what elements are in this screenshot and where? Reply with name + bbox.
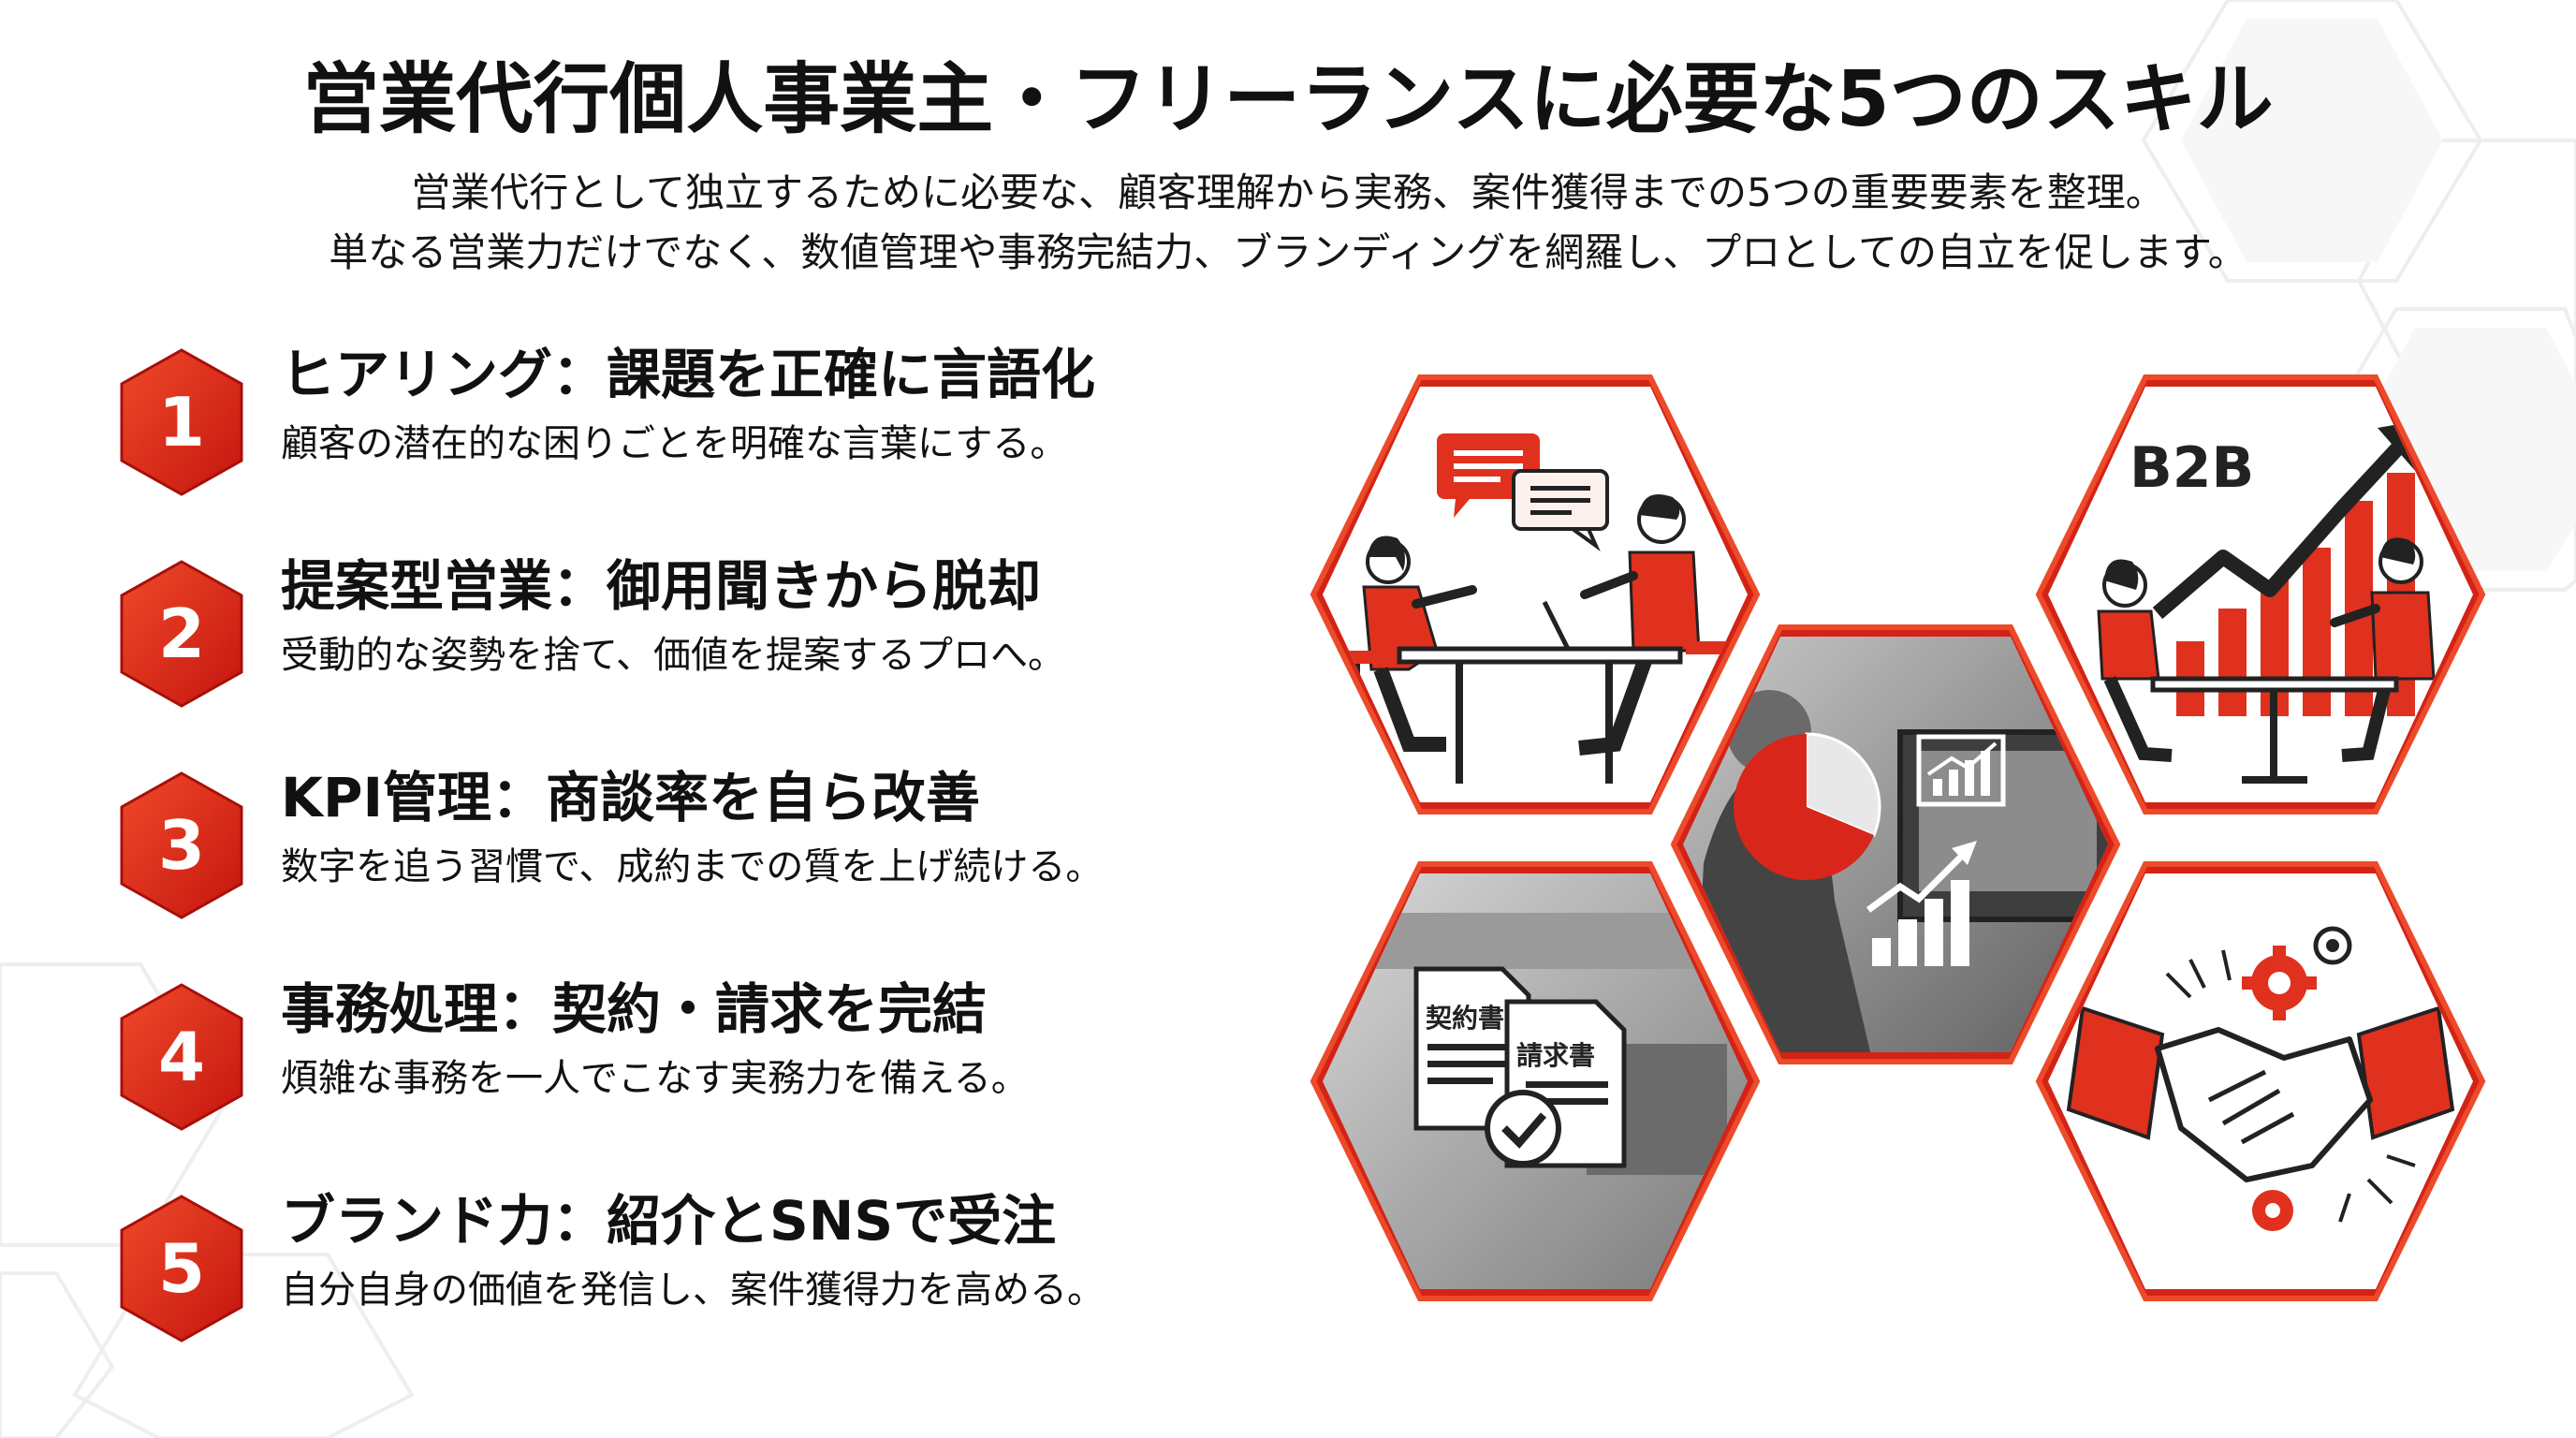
skill-item-5: 5 ブランド力：紹介とSNSで受注 自分自身の価値を発信し、案件獲得力を高める。 xyxy=(110,1183,1252,1348)
contract-document-label: 契約書 xyxy=(1426,1003,1504,1034)
skill-description: 受動的な姿勢を捨て、価値を提案するプロへ。 xyxy=(281,634,1065,677)
skill-item-4: 4 事務処理：契約・請求を完結 煩雑な事務を一人でこなす実務力を備える。 xyxy=(110,972,1252,1137)
b2b-label: B2B xyxy=(2130,435,2254,501)
handshake-illustration xyxy=(2035,861,2486,1301)
number-badge-hexagon: 3 xyxy=(110,768,253,923)
gear-icon xyxy=(2313,926,2352,965)
checkmark-icon xyxy=(1485,1090,1561,1167)
skill-title: ブランド力：紹介とSNSで受注 xyxy=(281,1189,1057,1253)
pie-chart-icon xyxy=(1734,732,1881,880)
number-badge-hexagon: 4 xyxy=(110,979,253,1135)
subtitle-line-1: 営業代行として独立するために必要な、顧客理解から実務、案件獲得までの5つの重要要… xyxy=(411,169,2165,215)
gear-icon xyxy=(2252,1190,2293,1231)
invoice-document-label: 請求書 xyxy=(1516,1040,1595,1071)
subtitle-line-2: 単なる営業力だけでなく、数値管理や事務完結力、ブランディングを網羅し、プロとして… xyxy=(329,229,2247,275)
skill-description: 煩雑な事務を一人でこなす実務力を備える。 xyxy=(281,1057,1029,1100)
skill-number: 5 xyxy=(157,1229,206,1308)
skill-item-1: 1 ヒアリング：課題を正確に言語化 顧客の潜在的な困りごとを明確な言葉にする。 xyxy=(110,337,1252,502)
skill-title: 提案型営業：御用聞きから脱却 xyxy=(281,554,1042,618)
kpi-analytics-illustration xyxy=(1670,624,2121,1064)
skill-number: 1 xyxy=(157,383,206,462)
skill-item-2: 2 提案型営業：御用聞きから脱却 受動的な姿勢を捨て、価値を提案するプロへ。 xyxy=(110,549,1252,713)
number-badge-hexagon: 1 xyxy=(110,345,253,500)
skill-title: ヒアリング：課題を正確に言語化 xyxy=(281,343,1096,406)
gear-icon xyxy=(2242,946,2317,1020)
bar-growth-icon xyxy=(1866,841,1977,966)
skill-number: 2 xyxy=(157,594,206,673)
skill-description: 数字を追う習慣で、成約までの質を上げ続ける。 xyxy=(281,845,1104,888)
skill-number: 4 xyxy=(157,1018,206,1096)
page-title: 営業代行個人事業主・フリーランスに必要な5つのスキル xyxy=(302,55,2274,144)
number-badge-hexagon: 5 xyxy=(110,1191,253,1346)
skill-item-3: 3 KPI管理：商談率を自ら改善 数字を追う習慣で、成約までの質を上げ続ける。 xyxy=(110,760,1252,925)
skill-description: 顧客の潜在的な困りごとを明確な言葉にする。 xyxy=(281,422,1068,465)
skill-title: 事務処理：契約・請求を完結 xyxy=(281,977,988,1041)
skill-description: 自分自身の価値を発信し、案件獲得力を高める。 xyxy=(281,1269,1105,1312)
skill-title: KPI管理：商談率を自ら改善 xyxy=(281,766,981,829)
line-chart-icon xyxy=(1916,734,2006,807)
contract-document-icon: 契約書 xyxy=(1413,966,1531,1131)
skill-number: 3 xyxy=(157,806,206,885)
b2b-growth-illustration: B2B xyxy=(2035,374,2486,814)
meeting-illustration xyxy=(1310,374,1761,814)
documents-illustration: 契約書 請求書 xyxy=(1310,861,1761,1301)
number-badge-hexagon: 2 xyxy=(110,556,253,712)
